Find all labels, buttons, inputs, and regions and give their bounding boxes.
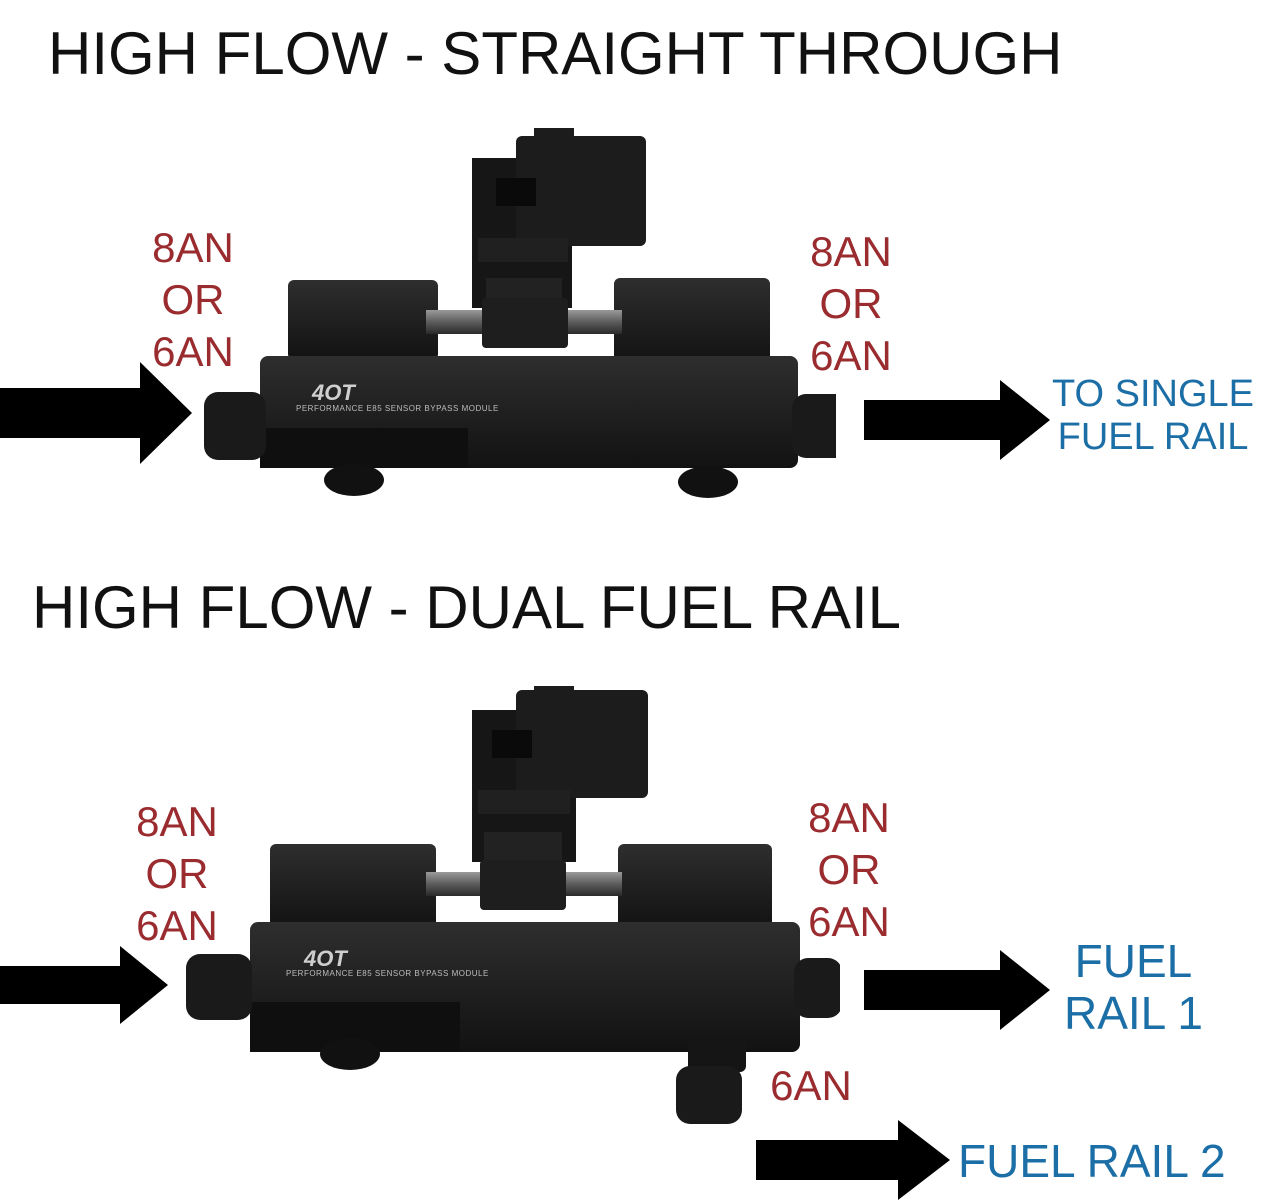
top-destination-label: TO SINGLE FUEL RAIL: [1052, 373, 1255, 458]
bottom-module-brand: 4OT: [304, 946, 347, 971]
bottom-inlet-arrow: [0, 946, 168, 1024]
bottom-module-brand-line: PERFORMANCE E85 SENSOR BYPASS MODULE: [286, 969, 489, 978]
bottom-inlet-fitting-label: 8AN OR 6AN: [136, 798, 218, 949]
top-bypass-module: [204, 128, 836, 498]
top-inlet-arrow: [0, 362, 192, 464]
bottom-destination-1-label: FUEL RAIL 1: [1064, 935, 1203, 1039]
bottom-destination-2-label: FUEL RAIL 2: [958, 1135, 1226, 1187]
top-module-brand: 4OT: [312, 380, 355, 405]
top-module-brand-line: PERFORMANCE E85 SENSOR BYPASS MODULE: [296, 404, 499, 413]
bottom-side-port-arrow: [756, 1120, 950, 1200]
bottom-section-title: HIGH FLOW - DUAL FUEL RAIL: [32, 574, 902, 641]
bottom-outlet-fitting-label: 8AN OR 6AN: [808, 794, 890, 945]
top-outlet-fitting-label: 8AN OR 6AN: [810, 228, 892, 379]
bottom-outlet-arrow: [864, 950, 1050, 1030]
electrical-connector: [472, 128, 646, 308]
top-outlet-arrow: [864, 380, 1050, 460]
bottom-bypass-module: [186, 686, 840, 1124]
top-section-title: HIGH FLOW - STRAIGHT THROUGH: [48, 20, 1063, 87]
top-inlet-fitting-label: 8AN OR 6AN: [152, 224, 234, 375]
bottom-side-port-label: 6AN: [770, 1062, 852, 1109]
electrical-connector: [472, 686, 648, 862]
